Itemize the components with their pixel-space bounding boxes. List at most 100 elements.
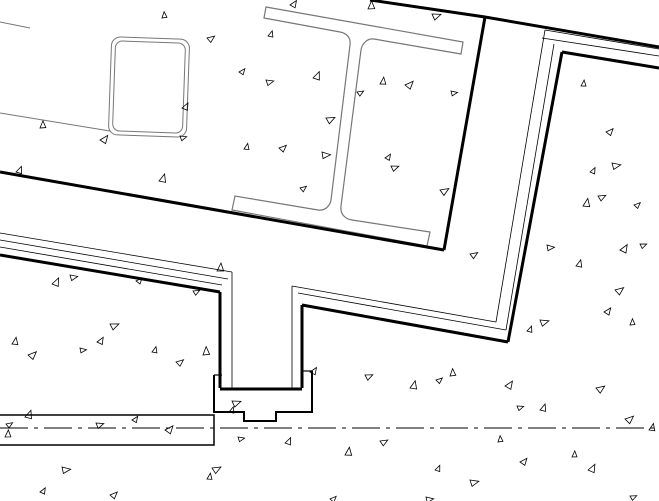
aggregate-mark (151, 345, 158, 354)
left-support (0, 414, 215, 446)
aggregate-mark (99, 134, 109, 145)
hollow-beam-edge-top (0, 21, 31, 29)
aggregate-mark (135, 277, 143, 285)
finish-line-left-3 (0, 246, 223, 286)
aggregate-mark (109, 491, 118, 500)
aggregate-mark (131, 415, 139, 424)
aggregate-mark (5, 422, 14, 429)
aggregate-mark (344, 446, 353, 456)
aggregate-mark (619, 243, 628, 254)
aggregate-mark (504, 380, 514, 390)
aggregate-mark (587, 463, 596, 474)
aggregate-mark (39, 119, 47, 129)
deck-slab-soffit (301, 303, 509, 344)
aggregate-mark (431, 13, 442, 21)
aggregate-mark (629, 495, 638, 501)
aggregate-mark (580, 79, 587, 87)
aggregate-mark (434, 464, 441, 473)
concrete-hatch (4, 0, 656, 501)
aggregate-mark (69, 274, 79, 282)
aggregate-mark (179, 135, 188, 142)
aggregate-mark (289, 0, 298, 9)
finish-line-vert-2 (505, 43, 555, 331)
aggregate-mark (39, 486, 46, 495)
aggregate-mark (571, 449, 578, 458)
finish-line-left-2 (0, 239, 229, 280)
aggregate-mark (216, 261, 225, 272)
steel-i-beam (231, 6, 464, 247)
aggregate-mark (231, 400, 242, 408)
aggregate-mark (497, 434, 504, 443)
finish-line-soffit-2 (297, 292, 507, 331)
deck-slab-outline (0, 0, 659, 344)
aggregate-mark (96, 336, 104, 346)
finish-lines (0, 29, 659, 331)
aggregate-mark (11, 336, 19, 345)
deck-slab-lower-edge (0, 170, 445, 252)
aggregate-mark (265, 79, 275, 87)
aggregate-mark (164, 425, 174, 435)
i-beam-top-flange (231, 6, 464, 247)
aggregate-mark (24, 409, 32, 420)
aggregate-mark (325, 116, 336, 125)
aggregate-mark (409, 379, 418, 390)
deck-slab-right-web (506, 51, 564, 343)
aggregate-mark (589, 166, 596, 175)
hollow-beam (0, 21, 190, 138)
aggregate-mark (278, 144, 288, 153)
aggregate-mark (206, 35, 216, 44)
aggregate-mark (404, 80, 414, 90)
finish-line-top (544, 29, 659, 50)
aggregate-mark (595, 385, 606, 394)
aggregate-mark (605, 127, 614, 137)
deck-slab-upper-edge (369, 0, 659, 49)
aggregate-mark (384, 153, 392, 161)
finish-line-left-1 (0, 232, 233, 273)
aggregate-mark (469, 479, 480, 487)
aggregate-mark (546, 244, 556, 252)
aggregate-mark (228, 405, 235, 414)
aggregate-mark (192, 289, 201, 296)
aggregate-mark (575, 258, 583, 268)
aggregate-mark (648, 422, 656, 432)
aggregate-mark (582, 197, 591, 208)
aggregate-mark (237, 436, 246, 443)
aggregate-mark (299, 185, 308, 193)
aggregate-mark (95, 422, 105, 430)
aggregate-mark (61, 466, 72, 475)
aggregate-mark (450, 90, 459, 97)
bearing-seat (213, 370, 313, 422)
aggregate-mark (603, 307, 612, 316)
aggregate-mark (516, 405, 525, 412)
deck-slab-right-face (561, 50, 659, 70)
aggregate-mark (27, 350, 38, 361)
finish-line-top-2 (541, 37, 659, 57)
aggregate-mark (161, 10, 168, 19)
aggregate-mark (202, 345, 211, 356)
aggregate-mark (267, 29, 274, 38)
aggregate-mark (109, 323, 120, 331)
aggregate-mark (639, 243, 648, 250)
aggregate-mark (519, 457, 528, 466)
aggregate-mark (211, 466, 222, 475)
deck-slab-web-right (442, 16, 487, 251)
aggregate-mark (238, 67, 246, 76)
aggregate-mark (364, 374, 374, 381)
aggregate-mark (539, 403, 547, 412)
aggregate-mark (181, 101, 189, 111)
aggregate-mark (425, 496, 435, 501)
aggregate-mark (526, 325, 533, 333)
aggregate-mark (379, 439, 389, 447)
aggregate-mark (624, 415, 635, 425)
aggregate-mark (206, 472, 213, 480)
aggregate-mark (390, 165, 400, 172)
aggregate-mark (597, 194, 607, 202)
finish-line-vert-1 (495, 29, 546, 323)
aggregate-mark (356, 90, 365, 97)
aggregate-mark (469, 251, 479, 260)
aggregate-mark (629, 317, 636, 326)
aggregate-mark (15, 165, 22, 175)
bearing-seat-outline (213, 371, 313, 422)
aggregate-mark (614, 286, 625, 296)
